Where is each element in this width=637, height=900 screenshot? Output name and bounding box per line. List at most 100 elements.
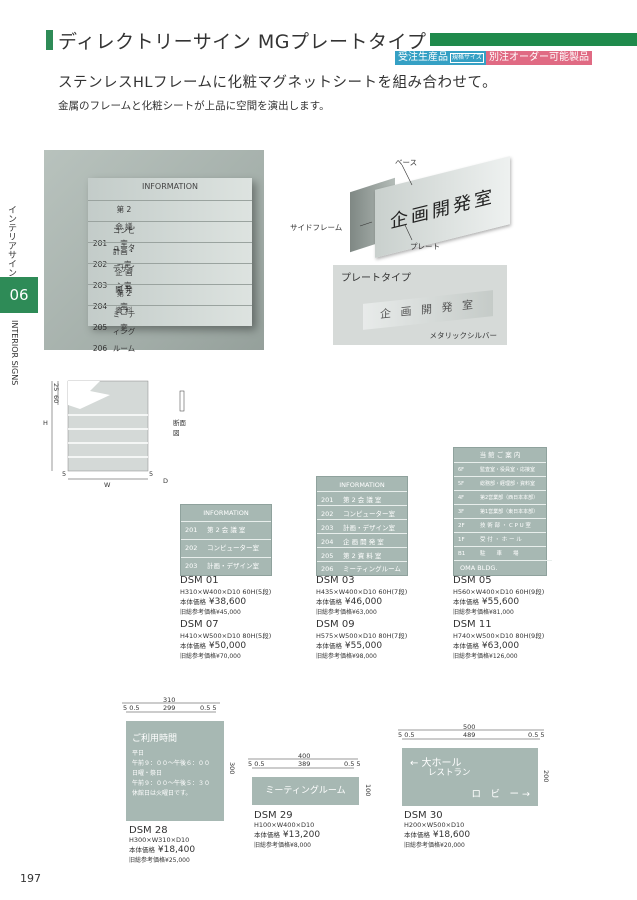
page-title: ディレクトリーサイン MGプレートタイプ [58,31,427,53]
sign-dsm01-info: DSM 01 H310×W400×D10 60H(5段) 本体価格 ¥38,60… [180,575,271,660]
sign-dsm03-info: DSM 03 H435×W400×D10 60H(7段) 本体価格 ¥46,00… [316,575,407,660]
price: 本体価格 ¥18,400 [129,845,196,855]
model: DSM 07 [180,619,219,630]
title-green-line [430,33,637,46]
dim-edge: 5 0.5 [398,731,415,739]
dim-side: 200 [542,770,550,783]
badge-made-to-order: 受注生産品規格サイズ [395,51,487,65]
photo-sign-row: 203計画・デザイン室 [88,242,252,290]
sign-title: ご利用時間 [132,734,178,744]
product-photo: INFORMATION 201第 2 会 議 室 202コンピューター室 203… [44,150,264,353]
sign-footer: OMA BLDG. [454,560,552,575]
dim-left-5: 5 [62,470,67,478]
label-side-frame: サイドフレーム [290,223,343,232]
model: DSM 30 [404,810,443,821]
label-base: ベース [395,158,418,167]
model: DSM 09 [316,619,355,630]
prev-price: 旧総参考価格¥8,000 [254,842,311,849]
sign-dsm29-info: DSM 29 H100×W400×D10 本体価格 ¥13,200 旧総参考価格… [254,810,320,849]
dim-top: 500 [463,723,476,731]
model: DSM 03 [316,575,355,586]
photo-sign-panel: INFORMATION 201第 2 会 議 室 202コンピューター室 203… [88,178,252,353]
prev-price: 旧総参考価格¥63,000 [316,609,377,616]
price: 本体価格 ¥38,600 [180,597,247,607]
dim-right-5: 5 [149,470,154,478]
price: 本体価格 ¥63,000 [453,641,520,651]
model: DSM 11 [453,619,492,630]
dim-w: W [104,481,111,489]
sign-dsm28: ご利用時間 平日 午前９：００～午後６：００ 日曜・祭日 午前９：００～午後５：… [126,721,224,821]
plate-type-box: プレートタイプ 企 画 開 発 室 メタリックシルバー [333,265,507,345]
section-label: 断面図 [173,419,186,437]
spec: H300×W310×D10 [129,836,190,844]
photo-sign-row: 202コンピューター室 [88,221,252,269]
photo-sign-title: INFORMATION [141,182,199,191]
sign-line2: レストラン [428,768,471,778]
spec: H560×W400×D10 60H(9段) [453,588,545,596]
prev-price: 旧総参考価格¥20,000 [404,842,465,849]
sign-header: 当 館 ご 案 内 [479,451,521,459]
sign-header: INFORMATION [339,481,385,489]
spec: H100×W400×D10 [254,821,315,829]
model: DSM 01 [180,575,219,586]
badge-size-note: 規格サイズ [450,53,484,63]
price: 本体価格 ¥18,600 [404,830,471,840]
side-tab-number: 06 [0,277,38,313]
spec: H740×W500×D10 80H(9段) [453,632,545,640]
price: 本体価格 ¥46,000 [316,597,383,607]
model: DSM 28 [129,825,168,836]
price: 本体価格 ¥13,200 [254,830,321,840]
sign-lines: 平日 午前９：００～午後６：００ 日曜・祭日 午前９：００～午後５：３０ 休館日… [132,750,211,797]
sign-line1: ← 大ホール [410,758,462,769]
sign-dsm29: ミーティングルーム [252,777,359,805]
spec: H575×W500×D10 80H(7段) [316,632,408,640]
dim-edge: 5 0.5 [123,704,140,712]
dimension-drawing-svg [51,380,185,480]
dim-side: 300 [228,762,236,775]
prev-price: 旧総参考価格¥45,000 [180,609,241,616]
photo-sign-row: 201第 2 会 議 室 [88,200,252,248]
title-accent-bar [46,30,53,50]
model: DSM 05 [453,575,492,586]
sign-header: INFORMATION [203,509,249,517]
spec: H435×W400×D10 60H(7段) [316,588,408,596]
page-number: 197 [20,872,41,885]
model: DSM 29 [254,810,293,821]
dim-d: D [163,477,169,485]
dim-h: H [43,419,48,427]
dim-lines [248,758,358,769]
prev-price: 旧総参考価格¥25,000 [129,857,190,864]
dim-top: 400 [298,752,311,760]
photo-sign-row: 204企 画 開 発 室 [88,263,252,311]
dim-edge: 0.5 5 [200,704,217,712]
photo-sign-row: 205第 2 資 料 室 [88,284,252,332]
dim-inner: 389 [298,760,311,768]
plate-type-caption: メタリックシルバー [429,331,498,340]
dim-inner: 299 [163,704,176,712]
spec: H310×W400×D10 60H(5段) [180,588,272,596]
spec: H410×W500×D10 80H(5段) [180,632,272,640]
price: 本体価格 ¥55,000 [316,641,383,651]
prev-price: 旧総参考価格¥126,000 [453,653,518,660]
label-plate: プレート [410,242,440,251]
leader-lines [359,164,413,241]
side-category-jp: インテリアサイン [6,205,16,277]
subtitle: ステンレスHLフレームに化粧マグネットシートを組み合わせて。 [58,75,498,91]
dim-edge: 0.5 5 [528,731,545,739]
